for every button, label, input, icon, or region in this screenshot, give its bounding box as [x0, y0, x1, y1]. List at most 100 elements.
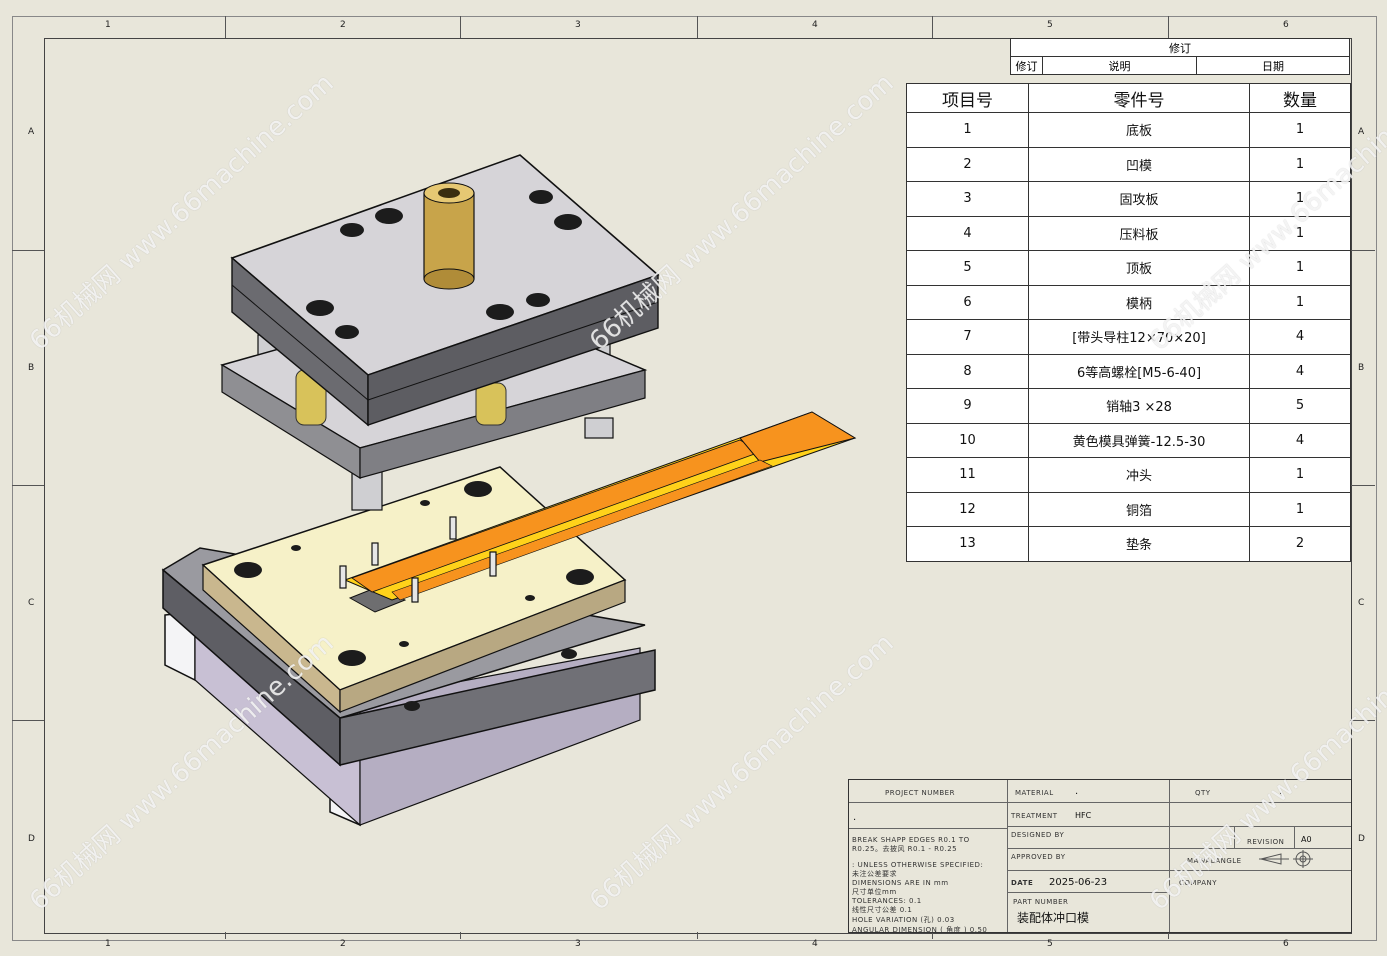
- date-value: 2025-06-23: [1049, 877, 1108, 888]
- designed-by-label: DESIGNED BY: [1011, 831, 1065, 839]
- project-number-label: PROJECT NUMBER: [885, 789, 955, 797]
- bom-header-qty: 数量: [1249, 83, 1351, 113]
- bom-cell: 7: [906, 319, 1029, 355]
- zone-col-1-top: 1: [105, 20, 111, 30]
- bom-cell: 1: [906, 112, 1029, 148]
- bom-cell: 底板: [1028, 112, 1250, 148]
- zone-col-4-bottom: 4: [812, 939, 818, 949]
- approved-by-label: APPROVED BY: [1011, 853, 1066, 861]
- zone-col-4-top: 4: [812, 20, 818, 30]
- bom-cell: 8: [906, 353, 1029, 389]
- bom-cell: 11: [906, 457, 1029, 493]
- zone-row-a-left: A: [28, 127, 35, 137]
- zone-col-1-bottom: 1: [105, 939, 111, 949]
- revision-header-rev: 修订: [1010, 56, 1043, 75]
- revision-title: 修订: [1010, 38, 1350, 57]
- company-label: COMPANY: [1179, 879, 1218, 887]
- drawing-frame: [44, 38, 1352, 934]
- bom-cell: 6等高螺栓[M5-6-40]: [1028, 353, 1250, 389]
- zone-row-c-left: C: [28, 598, 35, 608]
- bom-cell: 2: [1249, 526, 1351, 562]
- material-value: .: [1075, 786, 1079, 797]
- bom-cell: 垫条: [1028, 526, 1250, 562]
- title-block: PROJECT NUMBER . MATERIAL . TREATMENT HF…: [848, 779, 1352, 935]
- bom-cell: 13: [906, 526, 1029, 562]
- bom-cell: 1: [1249, 491, 1351, 527]
- copper-strip: [343, 411, 857, 601]
- zone-col-6-bottom: 6: [1283, 939, 1289, 949]
- bom-cell: 4: [1249, 353, 1351, 389]
- part-number-value: 装配体冲口模: [1017, 911, 1090, 925]
- bom-cell: 1: [1249, 146, 1351, 182]
- note-line: ANGULAR DIMENSION ( 角度 ) 0.50: [852, 926, 988, 934]
- bom-cell: 凹模: [1028, 146, 1250, 182]
- date-label: DATE: [1011, 879, 1034, 887]
- bom-cell: 9: [906, 388, 1029, 424]
- bom-cell: 1: [1249, 284, 1351, 320]
- note-line: 尺寸单位mm: [852, 888, 897, 896]
- bom-header-part: 零件号: [1028, 83, 1250, 113]
- die-assembly-model[interactable]: [150, 140, 870, 840]
- note-line: 线性尺寸公差 0.1: [852, 906, 913, 914]
- bom-cell: 10: [906, 422, 1029, 458]
- bom-cell: 6: [906, 284, 1029, 320]
- treatment-label: TREATMENT: [1011, 812, 1058, 820]
- note-line: : UNLESS OTHERWISE SPECIFIED:: [852, 861, 984, 869]
- notes-block: BREAK SHAPP EDGES R0.1 TO R0.25。去披风 R0.1…: [852, 836, 1004, 935]
- bom-cell: 4: [1249, 422, 1351, 458]
- note-line: 未注公差要求: [852, 870, 897, 878]
- zone-col-3-bottom: 3: [575, 939, 581, 949]
- drawing-border: [12, 16, 1377, 941]
- revision-value: A0: [1301, 835, 1312, 844]
- die-shank: [423, 182, 475, 290]
- project-number-value: .: [853, 812, 857, 823]
- bom-cell: 4: [1249, 319, 1351, 355]
- note-line: [852, 854, 1004, 861]
- pins: [339, 516, 497, 603]
- zone-col-5-top: 5: [1047, 20, 1053, 30]
- bom-cell: 销轴3 ×28: [1028, 388, 1250, 424]
- zone-col-3-top: 3: [575, 20, 581, 30]
- zone-row-a-right: A: [1358, 127, 1365, 137]
- bom-cell: 模柄: [1028, 284, 1250, 320]
- zone-row-b-left: B: [28, 363, 35, 373]
- bom-cell: 固攻板: [1028, 181, 1250, 217]
- revision-header-desc: 说明: [1042, 56, 1197, 75]
- bom-cell: 铜箔: [1028, 491, 1250, 527]
- bom-cell: 黄色模具弹簧-12.5-30: [1028, 422, 1250, 458]
- bom-cell: 12: [906, 491, 1029, 527]
- zone-col-5-bottom: 5: [1047, 939, 1053, 949]
- bom-cell: 1: [1249, 457, 1351, 493]
- bom-cell: 3: [906, 181, 1029, 217]
- zone-row-b-right: B: [1358, 363, 1365, 373]
- note-line: DIMENSIONS ARE IN mm: [852, 879, 949, 887]
- part-number-label: PART NUMBER: [1013, 898, 1069, 906]
- table-row: 7[带头导柱12×70×20]4: [906, 319, 1351, 355]
- zone-col-6-top: 6: [1283, 20, 1289, 30]
- revision-label: REVISION: [1247, 838, 1285, 846]
- bom-cell: 4: [906, 215, 1029, 251]
- bom-cell: 1: [1249, 250, 1351, 286]
- bom-header-item: 项目号: [906, 83, 1029, 113]
- bom-cell: 5: [1249, 388, 1351, 424]
- note-line: R0.25。去披风 R0.1 - R0.25: [852, 845, 958, 853]
- revision-table: 修订 修订 说明 日期: [1010, 38, 1350, 75]
- note-line: TOLERANCES: 0.1: [852, 897, 922, 905]
- note-line: BREAK SHAPP EDGES R0.1 TO: [852, 836, 970, 844]
- zone-row-c-right: C: [1358, 598, 1365, 608]
- zone-row-d-left: D: [28, 834, 35, 844]
- zone-col-2-bottom: 2: [340, 939, 346, 949]
- revision-header-date: 日期: [1196, 56, 1350, 75]
- angle-label: MAWALANGLE: [1187, 857, 1242, 865]
- bom-cell: [带头导柱12×70×20]: [1028, 319, 1250, 355]
